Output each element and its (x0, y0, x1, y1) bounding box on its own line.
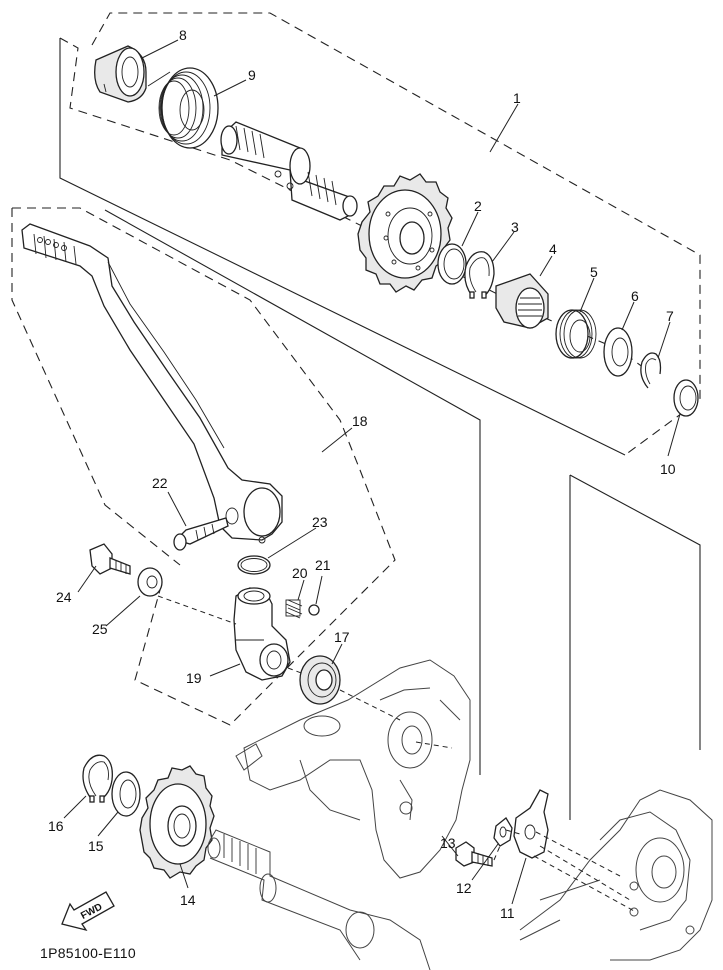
callout-10: 10 (660, 461, 676, 477)
part-2-washer (437, 243, 467, 285)
part-9-torsion-spring (147, 67, 219, 149)
callout-22: 22 (152, 475, 168, 491)
part-4-ratchet (495, 273, 549, 329)
part-11-guide-plate (513, 789, 549, 859)
kick-lever-arm (21, 223, 283, 544)
part-14-idle-gear (139, 765, 215, 879)
part-3-circlip (464, 251, 495, 299)
part-17-oil-seal (299, 655, 341, 705)
part-13-bolt (455, 841, 493, 867)
callout-24: 24 (56, 589, 72, 605)
part-5-compression-spring (555, 309, 597, 359)
callout-17: 17 (334, 629, 350, 645)
part-7-circlip (640, 352, 662, 389)
callout-19: 19 (186, 670, 202, 686)
part-12-lock-washer (493, 817, 513, 847)
callout-15: 15 (88, 838, 104, 854)
engine-outline-right (519, 789, 713, 961)
callout-25: 25 (92, 621, 108, 637)
part-15-washer (111, 771, 141, 817)
callout-13: 13 (440, 835, 456, 851)
part-23-o-ring (237, 555, 271, 575)
part-8-collar (94, 45, 147, 103)
callout-11: 11 (500, 905, 515, 921)
callout-1: 1 (513, 90, 521, 106)
callout-8: 8 (179, 27, 187, 43)
crankcase-outline (235, 659, 471, 879)
part-16-circlip (82, 754, 113, 803)
kick-gear-upper (357, 173, 453, 293)
diagram-code: 1P85100-E110 (40, 945, 136, 961)
callout-4: 4 (549, 241, 557, 257)
callout-9: 9 (248, 67, 256, 83)
callout-21: 21 (315, 557, 331, 573)
callout-2: 2 (474, 198, 482, 214)
callout-5: 5 (590, 264, 598, 280)
right-assembly-boundary (569, 474, 701, 820)
leader-lines (63, 39, 681, 905)
callout-6: 6 (631, 288, 639, 304)
callout-18: 18 (352, 413, 368, 429)
part-10-washer (673, 379, 699, 417)
part-6-washer (603, 327, 633, 377)
callout-3: 3 (511, 219, 519, 235)
part-20-small-spring (285, 599, 303, 619)
callout-12: 12 (456, 880, 472, 896)
callout-7: 7 (666, 308, 674, 324)
lower-shaft (207, 829, 431, 970)
callout-labels: 8 9 1 2 3 4 5 6 7 10 18 22 23 21 20 17 1… (48, 27, 676, 921)
part-21-ball (308, 604, 320, 616)
callout-20: 20 (292, 565, 308, 581)
part-22-screw (173, 517, 229, 551)
part-24-bolt (89, 543, 131, 575)
part-19-kick-boss (233, 587, 291, 681)
callout-23: 23 (312, 514, 328, 530)
callout-14: 14 (180, 892, 196, 908)
part-25-washer (137, 567, 163, 597)
alignment-lines (157, 595, 637, 913)
fwd-arrow-icon: FWD (61, 891, 115, 932)
callout-16: 16 (48, 818, 64, 834)
kick-axle-assembly-boundary (59, 12, 701, 456)
kick-axle-shaft (220, 121, 358, 221)
kick-lever-assembly-boundary (11, 207, 481, 775)
